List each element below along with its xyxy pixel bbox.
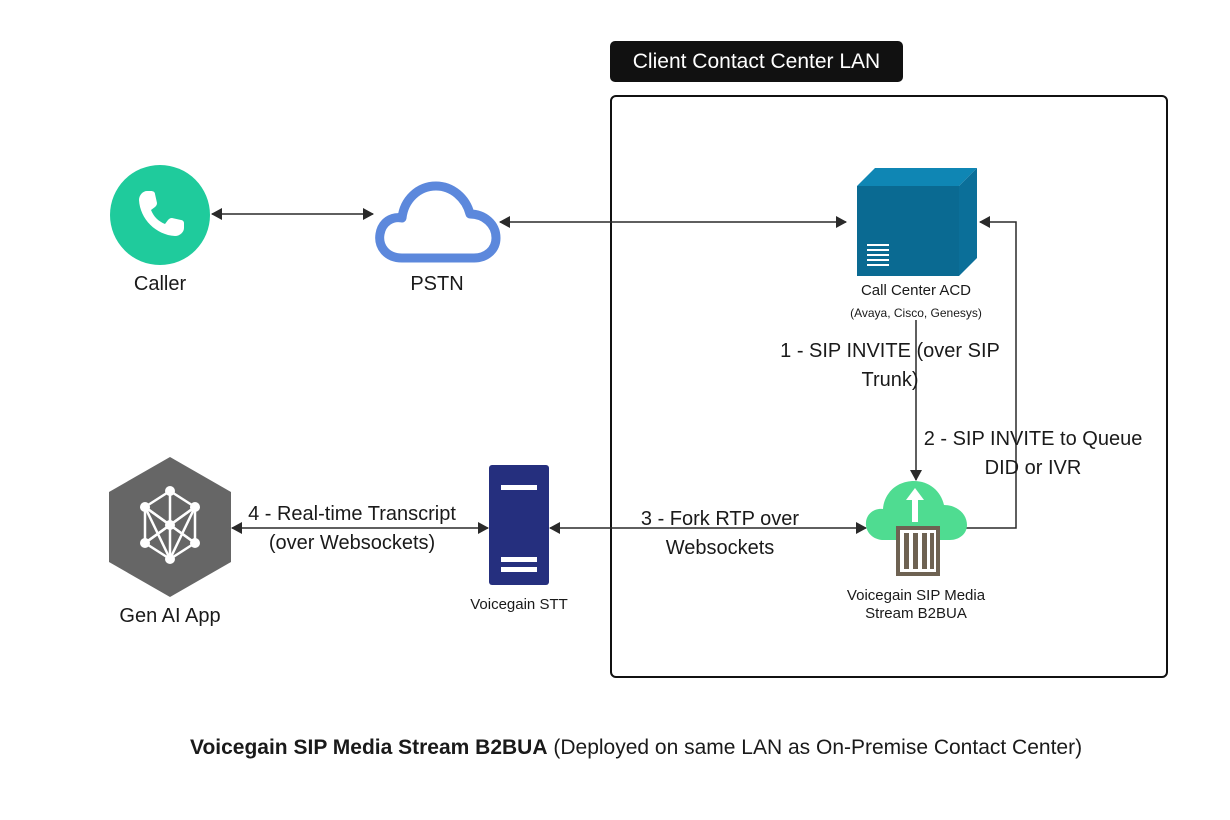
server-box-icon: [857, 168, 977, 276]
acd-sublabel: (Avaya, Cisco, Genesys): [850, 306, 982, 320]
acd-label: Call Center ACD: [860, 282, 972, 299]
caller-label: Caller: [133, 273, 187, 295]
lan-title-badge: Client Contact Center LAN: [610, 41, 903, 82]
edge-3-label-line1: 3 - Fork RTP over: [640, 508, 800, 530]
neural-network-icon: [109, 457, 231, 597]
b2bua-label: Voicegain SIP Media Stream B2BUA: [816, 587, 1016, 623]
genai-label: Gen AI App: [119, 605, 221, 627]
edge-3-label: 3 - Fork RTP over Websockets: [610, 505, 830, 563]
footer-caption: Voicegain SIP Media Stream B2BUA (Deploy…: [190, 736, 1082, 760]
edge-3-label-line2: Websockets: [665, 537, 775, 559]
edge-4-label: 4 - Real-time Transcript (over Websocket…: [232, 500, 472, 558]
edge-2-label-line1: 2 - SIP INVITE to Queue: [923, 428, 1143, 450]
pstn-label: PSTN: [410, 273, 464, 295]
edge-1-label-line1: 1 - SIP INVITE (over SIP: [780, 340, 1000, 362]
cloud-icon: [375, 181, 501, 263]
b2bua-label-line1: Voicegain SIP Media: [846, 587, 986, 604]
cloud-container-icon: [865, 481, 967, 576]
edge-1-label-line2: Trunk): [861, 369, 919, 391]
stt-label: Voicegain STT: [470, 596, 568, 613]
edge-b2bua-acd: [966, 216, 1017, 529]
edge-2-label: 2 - SIP INVITE to Queue DID or IVR: [918, 425, 1148, 483]
edge-4-label-line2: (over Websockets): [268, 532, 436, 554]
edge-2-label-line2: DID or IVR: [984, 457, 1082, 479]
edge-4-label-line1: 4 - Real-time Transcript: [248, 503, 456, 525]
b2bua-label-line2: Stream B2BUA: [865, 605, 967, 622]
footer-caption-bold: Voicegain SIP Media Stream B2BUA: [190, 736, 548, 759]
edge-1-label: 1 - SIP INVITE (over SIP Trunk): [772, 337, 1008, 395]
footer-caption-rest: (Deployed on same LAN as On-Premise Cont…: [547, 736, 1083, 759]
lan-boundary: [610, 95, 1168, 678]
server-tower-icon: [489, 465, 549, 585]
phone-icon: [110, 165, 210, 265]
